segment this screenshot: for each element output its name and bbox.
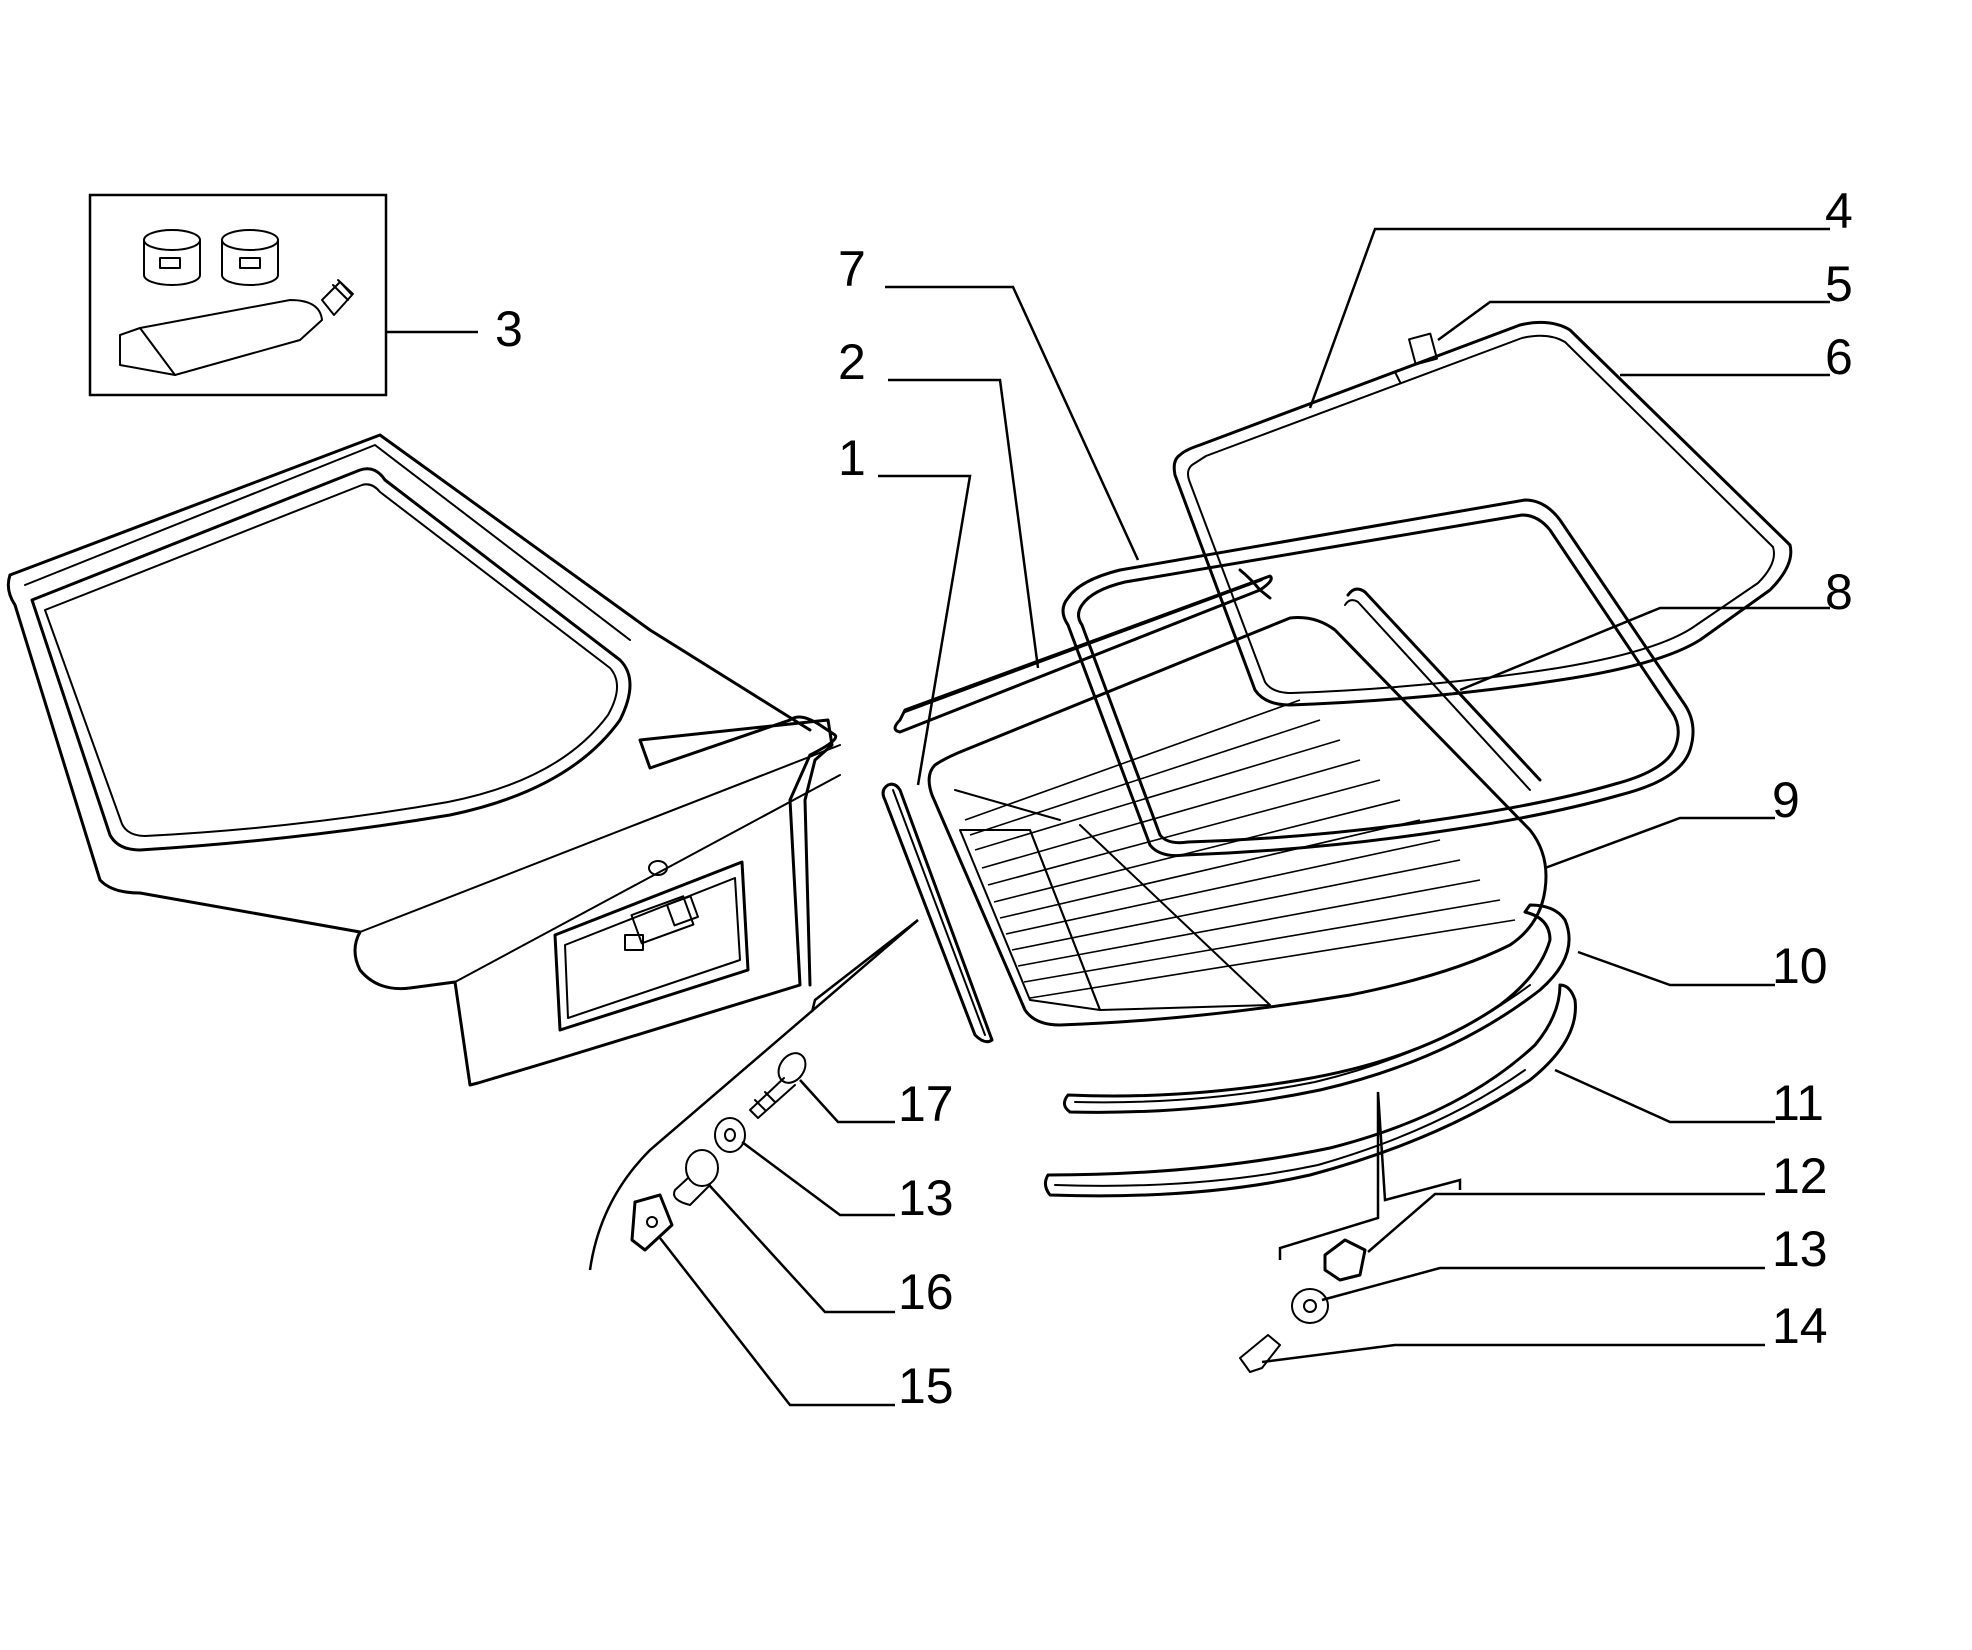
- callout-13a: 13: [1772, 1221, 1828, 1277]
- upper-trim-strip: [893, 574, 1273, 734]
- callout-10: 10: [1772, 938, 1828, 994]
- callout-7: 7: [838, 241, 866, 297]
- heating-grid: [964, 699, 1516, 999]
- callout-4: 4: [1825, 183, 1853, 239]
- adhesive-tube-icon: [119, 279, 354, 376]
- emblem-hole: [648, 860, 668, 876]
- hardware-bushing-16: [673, 1149, 719, 1206]
- lock-mechanism-icon: [624, 895, 699, 951]
- callout-3: 3: [495, 301, 523, 357]
- callout-5: 5: [1825, 256, 1853, 312]
- callout-2: 2: [838, 334, 866, 390]
- callout-14: 14: [1772, 1298, 1828, 1354]
- adhesive-kit-inset: [88, 193, 388, 397]
- primer-jar-icon: [143, 229, 201, 286]
- hardware-clip-15: [630, 1193, 674, 1252]
- callout-13b: 13: [898, 1170, 954, 1226]
- hardware-screw-14: [1239, 1334, 1281, 1373]
- callout-12: 12: [1772, 1148, 1828, 1204]
- rear-glass-pane: [927, 616, 1548, 1027]
- seal-clip-icon: [1408, 332, 1438, 366]
- callout-9: 9: [1772, 772, 1800, 828]
- callout-8: 8: [1825, 564, 1853, 620]
- group-bracket-left: [588, 919, 919, 1271]
- hardware-screw-17: [749, 1052, 807, 1119]
- callout-11: 11: [1772, 1075, 1824, 1131]
- licence-plate-recess: [553, 860, 750, 1032]
- tailgate-body: [6, 433, 841, 1087]
- callout-17: 17: [898, 1076, 954, 1132]
- leader-lines: [386, 227, 1830, 1407]
- upper-seal-ring: [1172, 320, 1793, 707]
- side-trim-strip: [881, 782, 994, 1044]
- hardware-clip-12: [1323, 1238, 1367, 1282]
- callout-6: 6: [1825, 329, 1853, 385]
- window-seal-frame: [1061, 498, 1695, 857]
- lower-seal-strips: [1043, 903, 1577, 1198]
- activator-jar-icon: [221, 229, 279, 286]
- callout-15: 15: [898, 1358, 954, 1414]
- group-bracket-right: [1278, 1091, 1462, 1260]
- callout-1: 1: [838, 430, 866, 486]
- hardware-washer-13-left: [714, 1117, 746, 1153]
- hardware-washer-13-right: [1291, 1288, 1329, 1324]
- callout-16: 16: [898, 1264, 954, 1320]
- inset-box: [88, 193, 388, 397]
